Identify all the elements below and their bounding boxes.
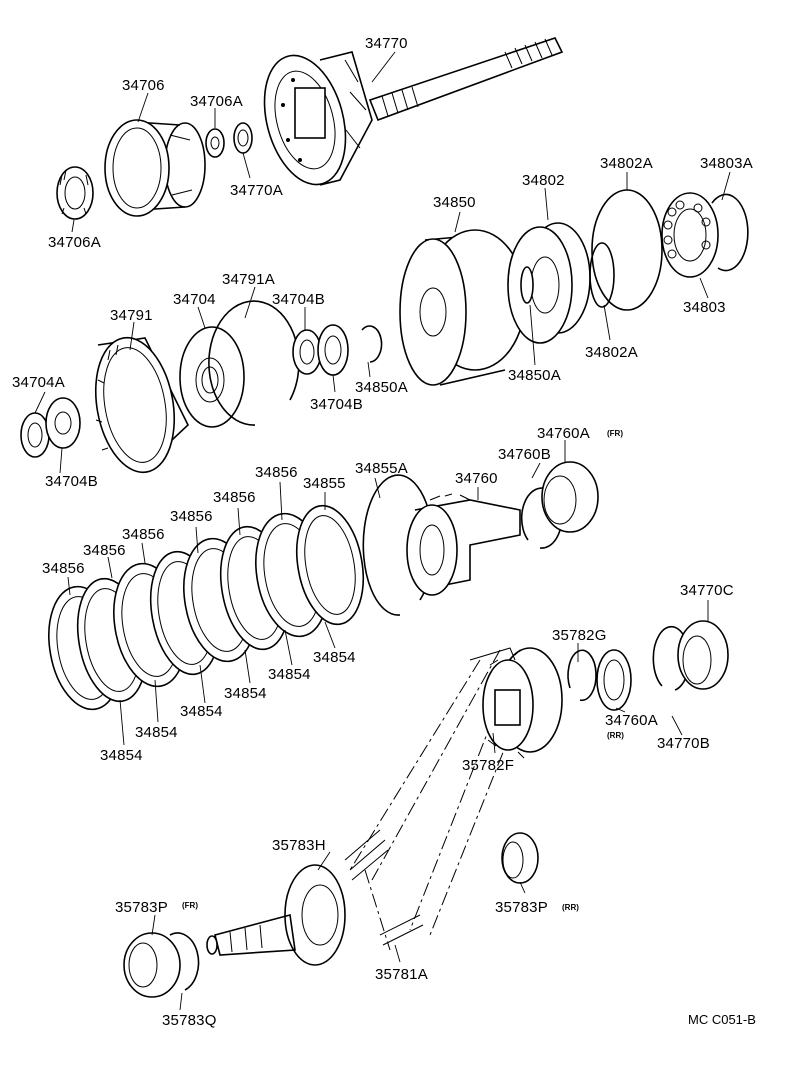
- part-labels: 34770 34706 34706A 34770A 34706A 34850 3…: [12, 35, 756, 1029]
- label-34706A-top: 34706A: [190, 93, 243, 110]
- label-34704A-left: 34704A: [12, 374, 65, 391]
- label-34704B-bottom: 34704B: [45, 473, 98, 490]
- label-34770C: 34770C: [680, 582, 734, 599]
- label-34704: 34704: [173, 291, 216, 308]
- label-34850A-left: 34850A: [355, 379, 408, 396]
- label-34791A: 34791A: [222, 271, 275, 288]
- label-35783P-rr: 35783P: [495, 899, 548, 916]
- thrust-washers-top: [205, 122, 253, 158]
- clutch-plate-pack: [48, 504, 364, 711]
- qualifier-fr-34760A: (FR): [607, 429, 623, 438]
- label-34854-2: 34854: [268, 666, 311, 683]
- qualifier-rr-35783P: (RR): [562, 903, 579, 912]
- label-35782G: 35782G: [552, 627, 607, 644]
- piston-34850: [399, 229, 526, 386]
- label-34856-1: 34856: [255, 464, 298, 481]
- carrier-34704: [179, 326, 245, 428]
- label-34704B-mid: 34704B: [310, 396, 363, 413]
- piston-34802: [507, 222, 591, 344]
- label-35781A: 35781A: [375, 966, 428, 983]
- label-34850: 34850: [433, 194, 476, 211]
- label-34704B-top: 34704B: [272, 291, 325, 308]
- label-34854-3: 34854: [224, 685, 267, 702]
- label-34760: 34760: [455, 470, 498, 487]
- label-34770B: 34770B: [657, 735, 710, 752]
- label-34854-1: 34854: [313, 649, 356, 666]
- qualifier-rr-34760A: (RR): [607, 731, 624, 740]
- label-34856-5: 34856: [83, 542, 126, 559]
- label-34855A: 34855A: [355, 460, 408, 477]
- label-34706A-bottom: 34706A: [48, 234, 101, 251]
- label-35783P-fr: 35783P: [115, 899, 168, 916]
- label-35783H: 35783H: [272, 837, 326, 854]
- label-34706: 34706: [122, 77, 165, 94]
- label-34854-6: 34854: [100, 747, 143, 764]
- bearings-34704B: [292, 324, 383, 376]
- hub-34760: [406, 493, 521, 596]
- o-rings-34802A: [589, 189, 663, 311]
- output-shaft-35783H: [206, 864, 346, 966]
- return-spring-34803: [661, 192, 749, 278]
- label-35782F: 35782F: [462, 757, 514, 774]
- label-34854-4: 34854: [180, 703, 223, 720]
- bearing-34760A-fr: [520, 461, 599, 549]
- label-34856-6: 34856: [42, 560, 85, 577]
- qualifier-fr-35783P: (FR): [182, 901, 198, 910]
- label-34791: 34791: [110, 307, 153, 324]
- label-34856-3: 34856: [170, 508, 213, 525]
- bearings-34704A: [20, 397, 81, 458]
- label-34850A-right: 34850A: [508, 367, 561, 384]
- bearings-right: [567, 620, 729, 711]
- label-35783Q: 35783Q: [162, 1012, 217, 1029]
- bearing-35783P-fr: [123, 932, 200, 998]
- chain-35781A: [344, 647, 516, 946]
- needle-bearing-34706A: [56, 166, 94, 220]
- label-34802A-bottom: 34802A: [585, 344, 638, 361]
- label-34760B: 34760B: [498, 446, 551, 463]
- label-34803: 34803: [683, 299, 726, 316]
- label-34856-4: 34856: [122, 526, 165, 543]
- label-34803A: 34803A: [700, 155, 753, 172]
- label-34760A-rr: 34760A: [605, 712, 658, 729]
- input-shaft-34770: [263, 37, 564, 186]
- gear-35782F: [482, 647, 563, 759]
- label-34856-2: 34856: [213, 489, 256, 506]
- label-34770: 34770: [365, 35, 408, 52]
- bearing-35783P-rr: [501, 832, 539, 884]
- label-34802: 34802: [522, 172, 565, 189]
- label-34770A: 34770A: [230, 182, 283, 199]
- label-34760A-fr: 34760A: [537, 425, 590, 442]
- drawing-code: MC C051-B: [688, 1012, 756, 1027]
- label-34802A-top: 34802A: [600, 155, 653, 172]
- label-34854-5: 34854: [135, 724, 178, 741]
- clutch-drum-34706: [104, 119, 206, 217]
- label-34855: 34855: [303, 475, 346, 492]
- leader-lines: [34, 51, 731, 1011]
- ring-gear-34791: [94, 336, 189, 474]
